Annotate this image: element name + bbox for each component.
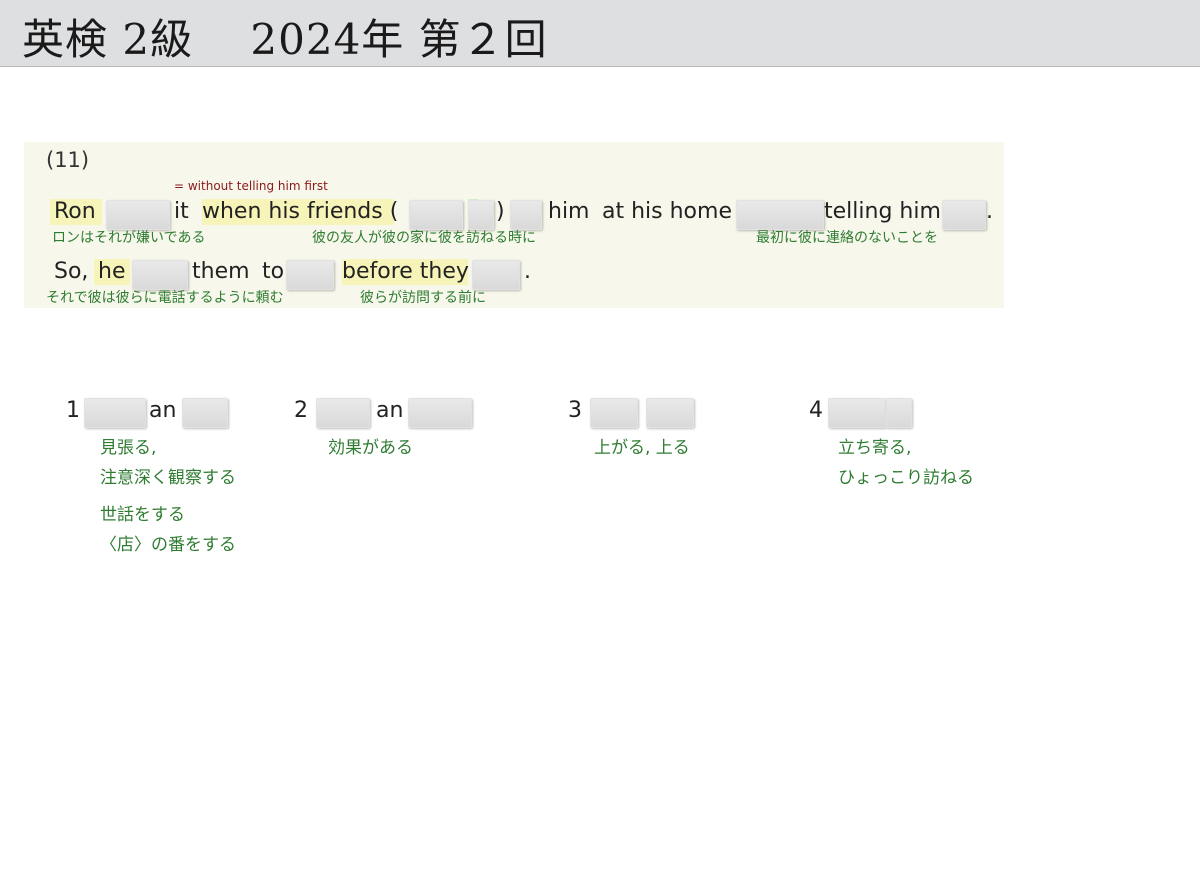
period: . (524, 259, 531, 284)
word-to: to (262, 259, 285, 284)
choice-2-blank[interactable] (408, 398, 472, 428)
choice-3-blank[interactable] (646, 398, 694, 428)
translation-1a: ロンはそれが嫌いである (52, 230, 206, 246)
choice-1-meaning: 〈店〉の番をする (100, 535, 236, 555)
answer-blank[interactable] (472, 260, 520, 290)
word-him: him (548, 199, 590, 224)
choice-4-meaning: ひょっこり訪ねる (838, 468, 974, 488)
word-at-his-home: at his home (602, 199, 732, 224)
answer-blank[interactable] (736, 200, 824, 230)
translation-1b: 彼の友人が彼の家に彼を訪ねる時に (312, 230, 536, 246)
word-before-they: before they (342, 259, 469, 284)
translation-2a: それで彼は彼らに電話するように頼む (46, 290, 284, 306)
word-so: So, (54, 259, 89, 284)
choice-2-blank[interactable] (316, 398, 370, 428)
word-he: he (98, 259, 126, 284)
choice-3-blank[interactable] (590, 398, 638, 428)
translation-2b: 彼らが訪問する前に (360, 290, 486, 306)
choice-1-word: an (149, 398, 177, 423)
word-telling-him: telling him (824, 199, 941, 224)
choice-1-blank[interactable] (84, 398, 146, 428)
word-them: them (192, 259, 250, 284)
page-title: 英検 2級 2024年 第２回 (22, 15, 548, 64)
choice-2-meaning: 効果がある (328, 438, 413, 458)
choice-1-number[interactable]: 1 (66, 398, 80, 423)
highlight (342, 259, 468, 285)
choice-4-meaning: 立ち寄る, (838, 438, 912, 458)
answer-blank[interactable] (409, 200, 463, 230)
highlight (202, 199, 394, 225)
highlight (94, 259, 130, 285)
word-ron: Ron (54, 199, 96, 224)
highlight (50, 199, 102, 225)
choice-4-blank[interactable] (886, 398, 912, 428)
answer-blank[interactable] (286, 260, 334, 290)
paren-close: ) (496, 199, 505, 224)
choice-2-number[interactable]: 2 (294, 398, 308, 423)
question-number: (11) (46, 148, 90, 172)
note-annotation: = without telling him first (174, 179, 328, 193)
header-bar: 英検 2級 2024年 第２回 (0, 0, 1200, 67)
word-it: it (174, 199, 189, 224)
answer-blank[interactable] (468, 200, 494, 230)
question-panel: (11) = without telling him first Ron it … (24, 142, 1004, 308)
choice-1-blank[interactable] (182, 398, 228, 428)
choice-1-meaning: 世話をする (100, 505, 185, 525)
choice-4-blank[interactable] (828, 398, 886, 428)
choice-3-number[interactable]: 3 (568, 398, 582, 423)
choice-3-meaning: 上がる, 上る (594, 438, 690, 458)
period: . (986, 199, 993, 224)
answer-blank[interactable] (106, 200, 170, 230)
choice-4-number[interactable]: 4 (809, 398, 823, 423)
answer-blank[interactable] (132, 260, 188, 290)
answer-blank[interactable] (510, 200, 542, 230)
choice-2-word: an (376, 398, 404, 423)
choice-1-meaning: 見張る, (100, 438, 157, 458)
answer-blank[interactable] (942, 200, 986, 230)
choice-1-meaning: 注意深く観察する (100, 468, 236, 488)
word-when: when his friends ( (202, 199, 399, 224)
translation-1c: 最初に彼に連絡のないことを (756, 230, 938, 246)
